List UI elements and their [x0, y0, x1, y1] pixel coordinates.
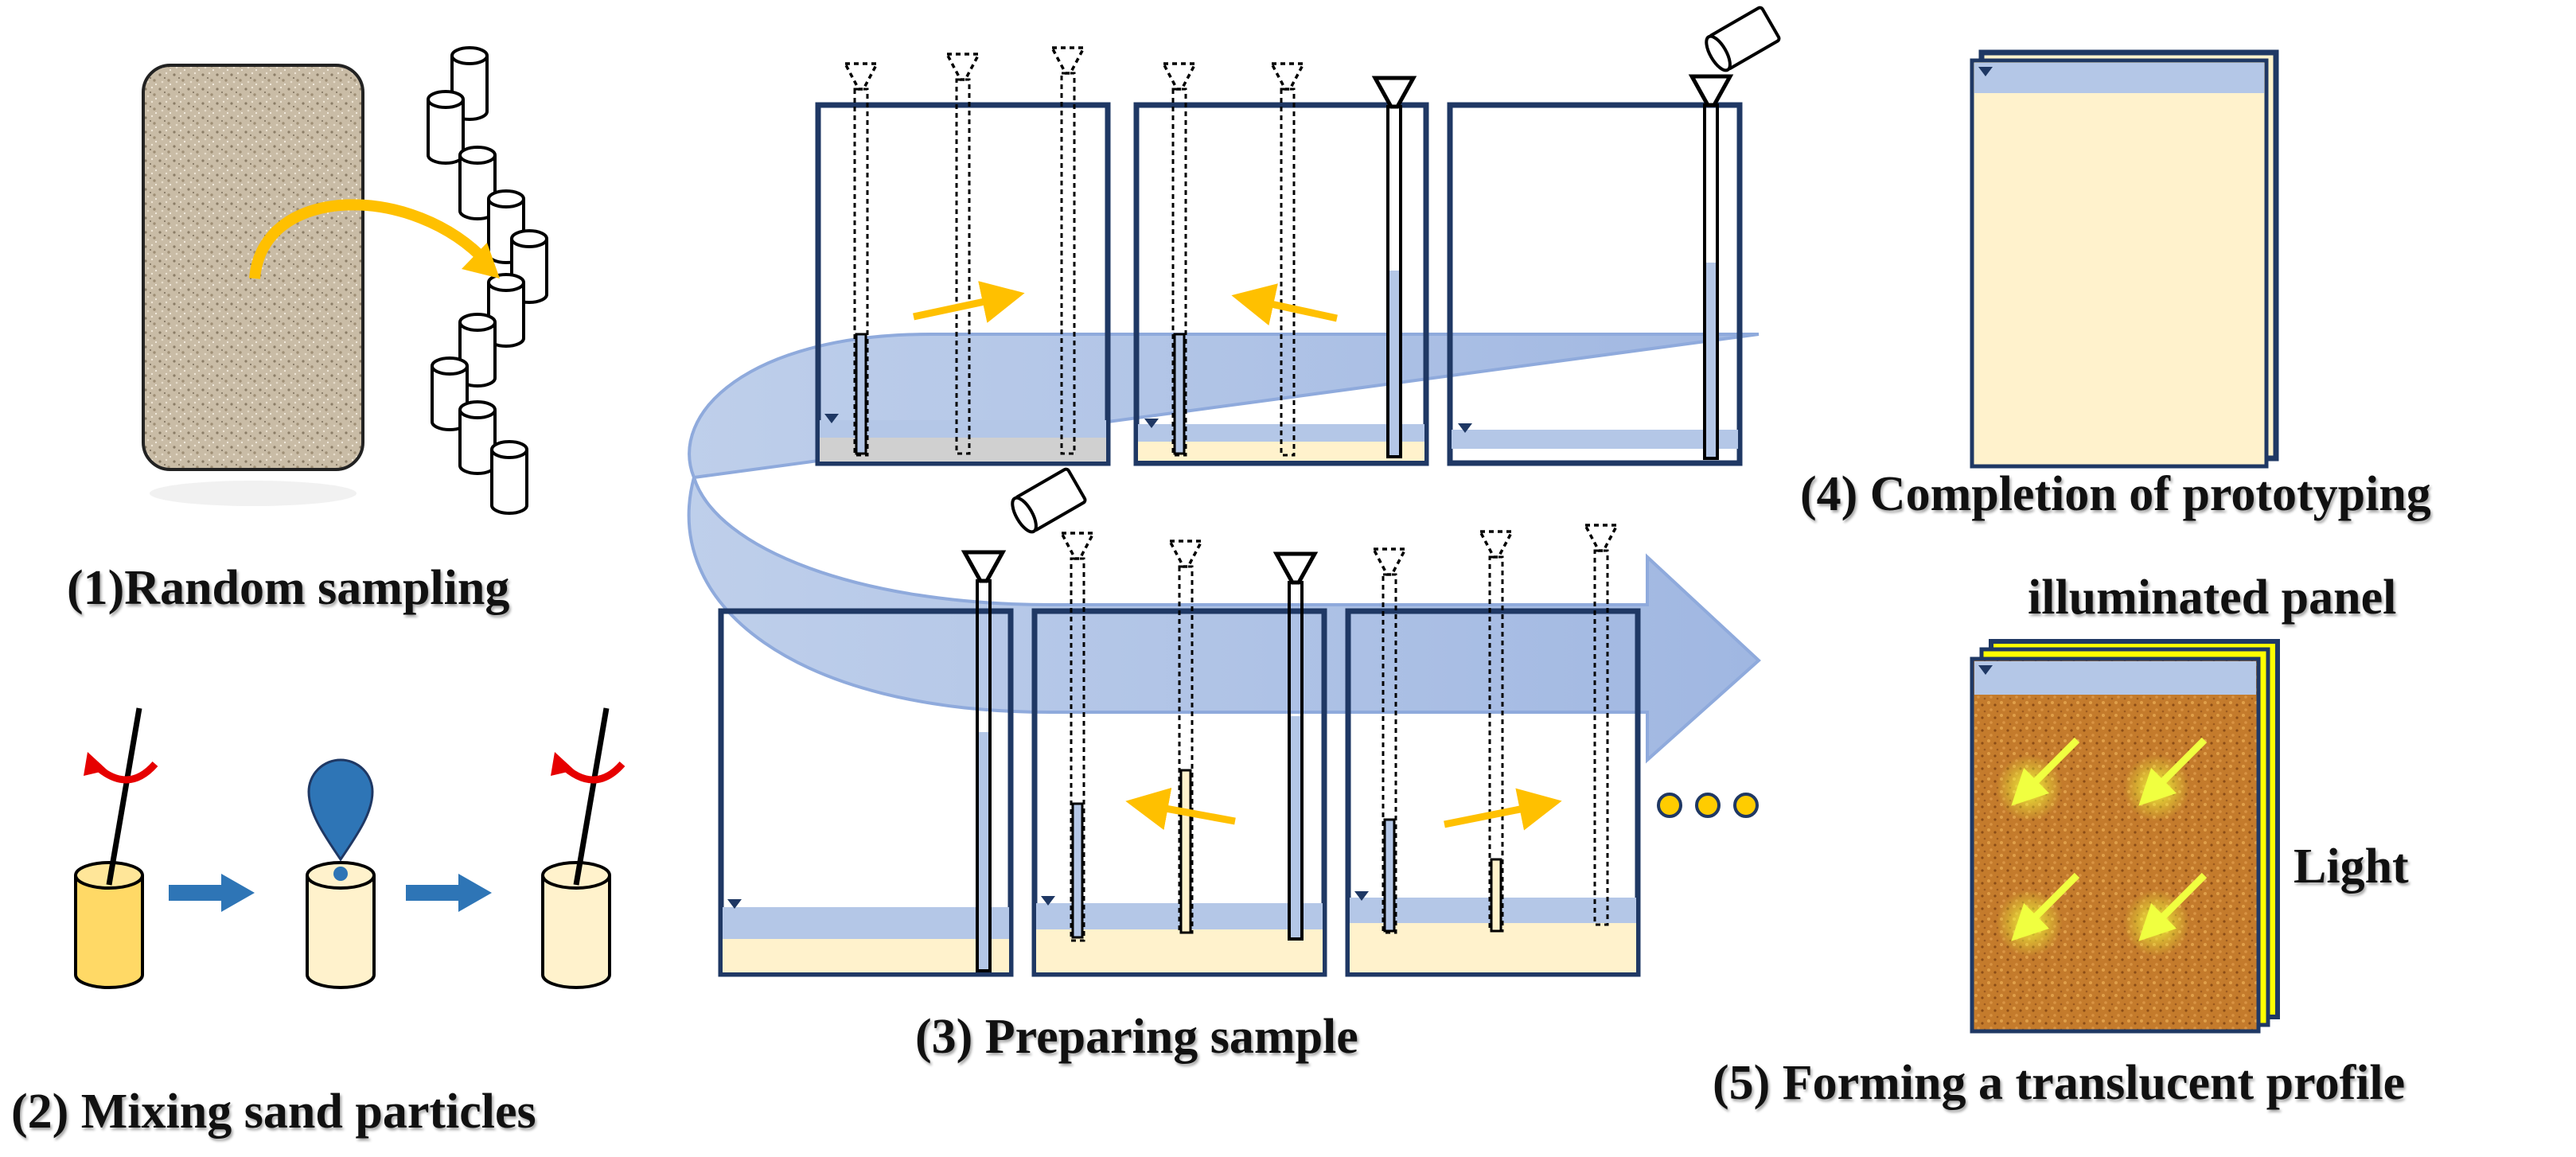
tipping-cup-icon — [1705, 6, 1781, 72]
tank-bottom-2 — [1031, 532, 1327, 977]
mix-arrow-1 — [169, 874, 255, 912]
illuminated-profile — [1970, 639, 2280, 1034]
water-drop-icon — [307, 758, 374, 862]
step2-label: (2) Mixing sand particles — [11, 1085, 536, 1139]
tank-top-2 — [1133, 62, 1429, 466]
step4-label: (4) Completion of prototyping — [1800, 467, 2431, 521]
tank-bottom-1 — [718, 467, 1087, 977]
step1-random-sampling — [142, 46, 548, 515]
step1-label: (1)Random sampling — [67, 561, 510, 615]
continuation-dots-icon — [1657, 793, 1759, 818]
mix-arrow-2 — [406, 874, 492, 912]
tank-bottom-3 — [1345, 524, 1641, 977]
panel-label: illuminated panel — [2028, 571, 2397, 625]
stirring-rod-icon — [106, 707, 142, 886]
sample-cylinders — [427, 46, 548, 515]
tank-top-3 — [1447, 6, 1781, 466]
step3-label: (3) Preparing sample — [915, 1010, 1358, 1064]
sampling-arrow — [249, 199, 492, 279]
completed-prototype — [1970, 49, 2279, 469]
light-label: Light — [2293, 840, 2409, 894]
tank-top-1 — [815, 46, 1111, 466]
light-arrows — [1996, 737, 2208, 956]
step2-mixing — [74, 707, 625, 989]
step5-label: (5) Forming a translucent profile — [1713, 1056, 2406, 1110]
